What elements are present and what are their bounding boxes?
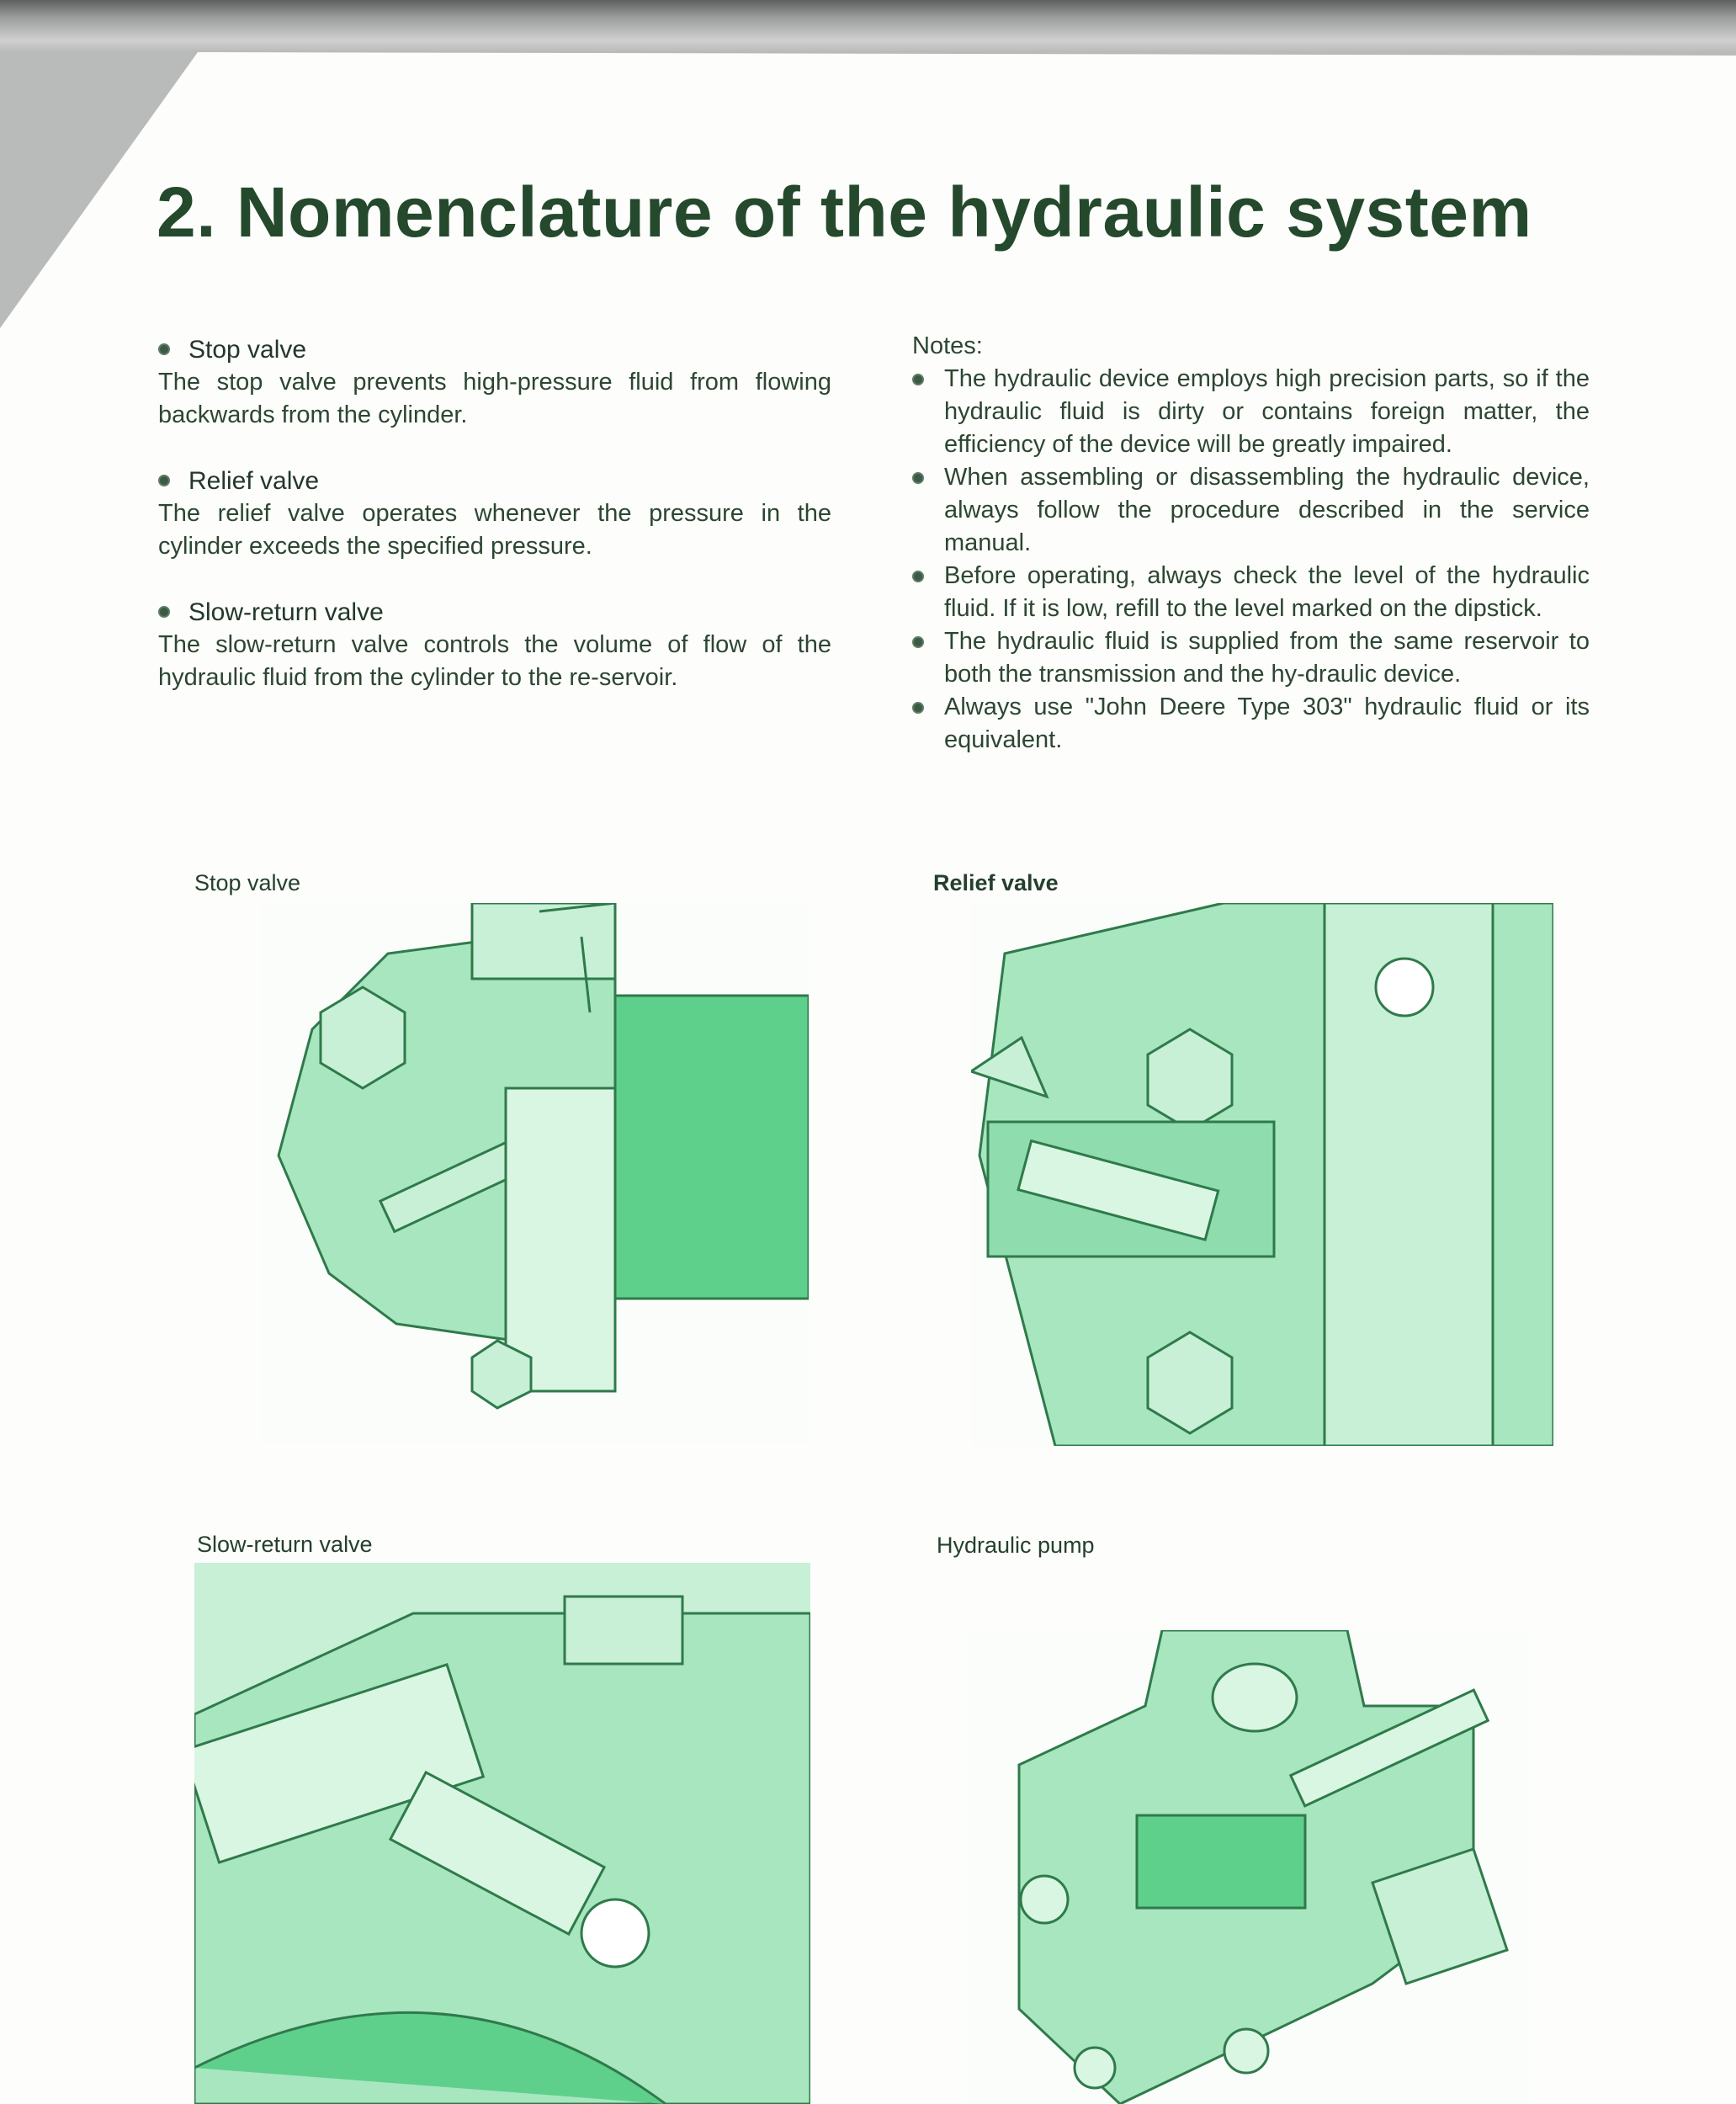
note-item: Always use "John Deere Type 303" hydraul… <box>912 691 1590 757</box>
section-relief-valve: Relief valve The relief valve operates w… <box>158 465 831 563</box>
note-item: The hydraulic device employs high precis… <box>912 363 1590 461</box>
section-heading: Slow-return valve <box>158 596 831 629</box>
section-slow-return-valve: Slow-return valve The slow-return valve … <box>158 596 831 694</box>
bullet-icon <box>912 571 924 582</box>
note-item: The hydraulic fluid is supplied from the… <box>912 625 1590 691</box>
heading-text: Slow-return valve <box>188 598 384 626</box>
hydraulic-pump-illustration <box>969 1630 1529 2104</box>
note-text: When assembling or disassembling the hyd… <box>944 464 1590 556</box>
bullet-icon <box>158 343 170 356</box>
note-text: The hydraulic fluid is supplied from the… <box>944 628 1590 688</box>
bullet-icon <box>912 636 924 648</box>
bullet-icon <box>912 702 924 714</box>
section-stop-valve: Stop valve The stop valve prevents high-… <box>158 333 831 432</box>
section-heading: Relief valve <box>158 465 831 497</box>
notes-heading: Notes: <box>912 332 983 359</box>
section-text: The slow-return valve controls the volum… <box>158 631 831 691</box>
note-text: Always use "John Deere Type 303" hydraul… <box>944 693 1590 753</box>
page-title: 2. Nomenclature of the hydraulic system <box>157 173 1532 252</box>
bullet-icon <box>158 606 170 619</box>
heading-text: Stop valve <box>188 336 307 364</box>
section-heading: Stop valve <box>158 333 831 366</box>
bullet-icon <box>158 475 170 487</box>
heading-text: Relief valve <box>188 467 320 495</box>
section-text: The relief valve operates whenever the p… <box>158 500 831 560</box>
note-text: The hydraulic device employs high precis… <box>944 365 1590 458</box>
section-text: The stop valve prevents high-pressure fl… <box>158 369 831 428</box>
figure-caption-hydraulic-pump: Hydraulic pump <box>937 1533 1095 1558</box>
note-item: When assembling or disassembling the hyd… <box>912 461 1590 560</box>
figure-caption-stop-valve: Stop valve <box>194 870 301 895</box>
left-column: Stop valve The stop valve prevents high-… <box>158 333 831 727</box>
bullet-icon <box>912 374 924 385</box>
bullet-icon <box>912 472 924 484</box>
note-item: Before operating, always check the level… <box>912 560 1590 625</box>
figure-caption-slow-return-valve: Slow-return valve <box>197 1532 373 1557</box>
relief-valve-illustration <box>971 903 1553 1446</box>
figure-caption-relief-valve: Relief valve <box>933 870 1059 895</box>
stop-valve-illustration <box>262 903 809 1443</box>
slow-return-valve-illustration <box>194 1563 810 2104</box>
notes-column: Notes: The hydraulic device employs high… <box>912 330 1590 757</box>
note-text: Before operating, always check the level… <box>944 562 1590 622</box>
